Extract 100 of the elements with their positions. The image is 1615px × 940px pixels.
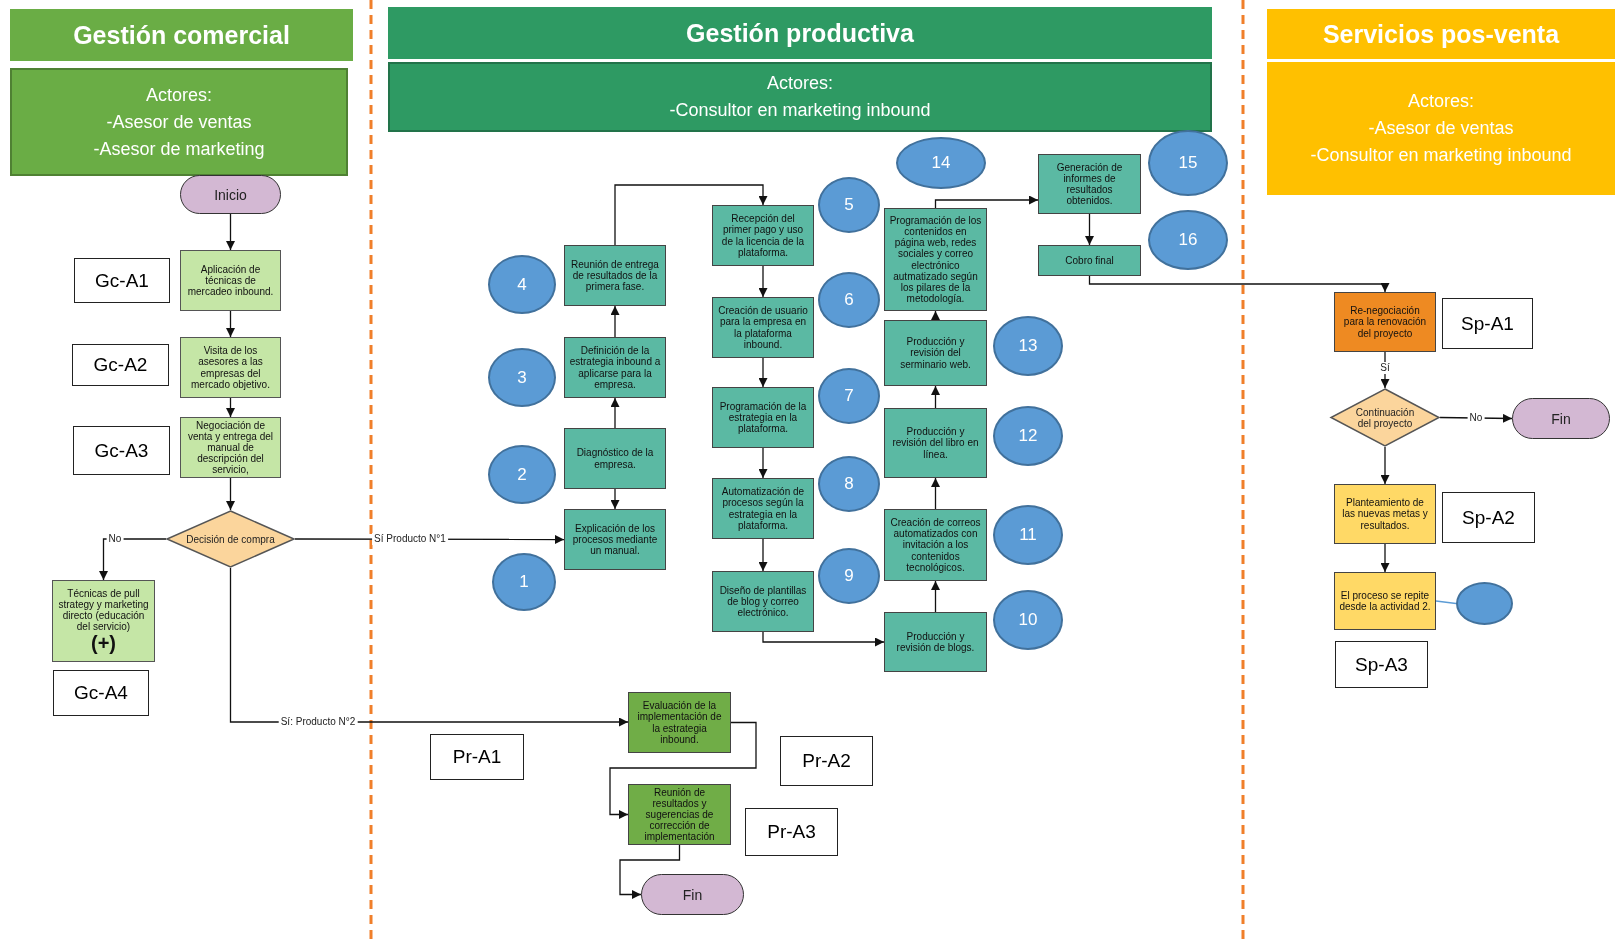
decision-diamond bbox=[1330, 388, 1440, 447]
activity-code: Gc-A2 bbox=[93, 354, 148, 376]
actors-text: Actores: bbox=[767, 72, 833, 95]
step-number-circle bbox=[1456, 582, 1513, 625]
process-box bbox=[1038, 245, 1141, 276]
plus-sign: (+) bbox=[91, 632, 116, 655]
step-number: 4 bbox=[517, 274, 527, 295]
activity-code-box bbox=[780, 736, 873, 786]
connector-arrow bbox=[226, 477, 235, 511]
activity-code-box bbox=[1442, 492, 1535, 543]
process-box bbox=[884, 509, 987, 581]
activity-code-box bbox=[1442, 298, 1533, 349]
activity-code: Pr-A2 bbox=[802, 750, 851, 772]
process-box bbox=[1334, 572, 1436, 630]
process-box bbox=[884, 408, 987, 478]
step-number: 11 bbox=[1019, 525, 1037, 545]
activity-code-box bbox=[72, 344, 169, 386]
process-box bbox=[1334, 292, 1436, 352]
activity-code-box bbox=[430, 734, 524, 780]
step-number: 12 bbox=[1018, 426, 1038, 446]
terminal-label: Fin bbox=[682, 886, 703, 903]
terminal-pill bbox=[180, 175, 281, 214]
actors-panel bbox=[388, 62, 1212, 132]
connector-arrow bbox=[226, 213, 235, 251]
process-text: Creación de correos automatizados con invitación a los contenidos tecnológicos. bbox=[889, 517, 982, 573]
process-text: Negociación de venta y entrega del manual de descripción del servicio, bbox=[186, 419, 275, 476]
activity-code-box bbox=[73, 426, 170, 475]
terminal-pill bbox=[641, 874, 744, 915]
process-box bbox=[884, 612, 987, 672]
lane-header bbox=[10, 9, 353, 61]
process-box bbox=[628, 784, 731, 845]
terminal-pill bbox=[1512, 398, 1610, 439]
step-number: 9 bbox=[844, 566, 854, 586]
step-number: 14 bbox=[931, 153, 951, 173]
connector-arrow bbox=[614, 184, 768, 246]
step-number-circle bbox=[818, 368, 880, 424]
lane-title: Servicios pos-venta bbox=[1322, 19, 1560, 49]
process-box bbox=[712, 297, 814, 358]
process-box bbox=[712, 387, 814, 448]
process-box bbox=[1038, 154, 1141, 214]
process-text: Planteamiento de las nuevas metas y resultados. bbox=[1341, 497, 1429, 531]
connector-arrow bbox=[931, 385, 940, 409]
step-number-circle bbox=[818, 548, 880, 604]
actors-text: -Asesor de marketing bbox=[93, 137, 265, 161]
process-box bbox=[712, 478, 814, 539]
actors-panel bbox=[10, 68, 348, 176]
activity-code: Gc-A3 bbox=[94, 439, 149, 462]
process-box bbox=[1334, 484, 1436, 544]
process-box bbox=[564, 245, 666, 306]
lane-title: Gestión productiva bbox=[686, 18, 914, 48]
step-number: 15 bbox=[1178, 153, 1198, 173]
activity-code: Sp-A3 bbox=[1355, 653, 1408, 676]
process-text: Recepción del primer pago y uso de la licencia de la plataforma. bbox=[720, 213, 806, 258]
step-number: 10 bbox=[1018, 610, 1038, 630]
activity-code: Gc-A4 bbox=[74, 682, 128, 704]
connector-arrow bbox=[934, 195, 1039, 209]
actors-panel bbox=[1267, 62, 1615, 195]
step-number-circle bbox=[818, 272, 880, 328]
process-box bbox=[564, 509, 666, 570]
step-number: 6 bbox=[844, 290, 854, 310]
connector-arrow bbox=[610, 488, 620, 510]
terminal-label: Inicio bbox=[214, 186, 247, 203]
edge-label: Sí: Producto N°2 bbox=[278, 716, 358, 728]
process-text: Generación de informes de resultados obtenidos. bbox=[1055, 161, 1124, 207]
process-text: Cobro final bbox=[1065, 254, 1114, 267]
activity-code: Pr-A1 bbox=[452, 746, 502, 768]
connector-arrow bbox=[226, 310, 235, 338]
terminal-label: Fin bbox=[1551, 410, 1571, 427]
actors-text: -Asesor de ventas bbox=[106, 110, 252, 134]
activity-code: Sp-A2 bbox=[1462, 506, 1515, 529]
decision-diamond bbox=[166, 510, 295, 568]
process-text: Reunión de entrega de resultados de la primera fase. bbox=[570, 258, 660, 293]
process-text: Producción y revisión del libro en línea. bbox=[891, 426, 980, 460]
process-text: Aplicación de técnicas de mercadeo inbound. bbox=[186, 263, 275, 298]
actors-text: Actores: bbox=[146, 83, 212, 107]
edge-label: No bbox=[1467, 411, 1485, 424]
process-box bbox=[52, 580, 155, 662]
process-text: Técnicas de pull strategy y marketing directo (educación del servicio) bbox=[57, 587, 150, 633]
process-text: Visita de los asesores a las empresas del mercado objetivo. bbox=[190, 345, 271, 390]
step-number: 1 bbox=[519, 572, 529, 592]
connector-arrow bbox=[931, 477, 940, 510]
process-box bbox=[180, 250, 281, 311]
connector-arrow bbox=[931, 310, 940, 321]
decision-text: Continuación del proyecto bbox=[1354, 406, 1416, 429]
process-box bbox=[884, 208, 987, 311]
process-box bbox=[884, 320, 987, 386]
step-number: 7 bbox=[844, 386, 854, 406]
actors-text: -Asesor de ventas bbox=[1368, 117, 1514, 140]
lane-header bbox=[1267, 9, 1615, 59]
activity-code-box bbox=[745, 808, 838, 856]
connector-arrow bbox=[758, 538, 768, 572]
process-text: Diagnóstico de la empresa. bbox=[575, 447, 655, 470]
process-text: Programación de la estrategia en la plataforma. bbox=[718, 400, 808, 435]
process-text: Creación de usuario para la empresa en la plataforma inbound. bbox=[717, 305, 809, 350]
decision-text: Decisión de compra bbox=[186, 533, 275, 545]
connector-arrow bbox=[610, 397, 620, 429]
activity-code-box bbox=[1335, 641, 1428, 688]
process-text: Producción y revisión del serminario web. bbox=[899, 336, 972, 370]
step-number: 13 bbox=[1018, 336, 1038, 356]
connector-arrow bbox=[1380, 446, 1390, 485]
